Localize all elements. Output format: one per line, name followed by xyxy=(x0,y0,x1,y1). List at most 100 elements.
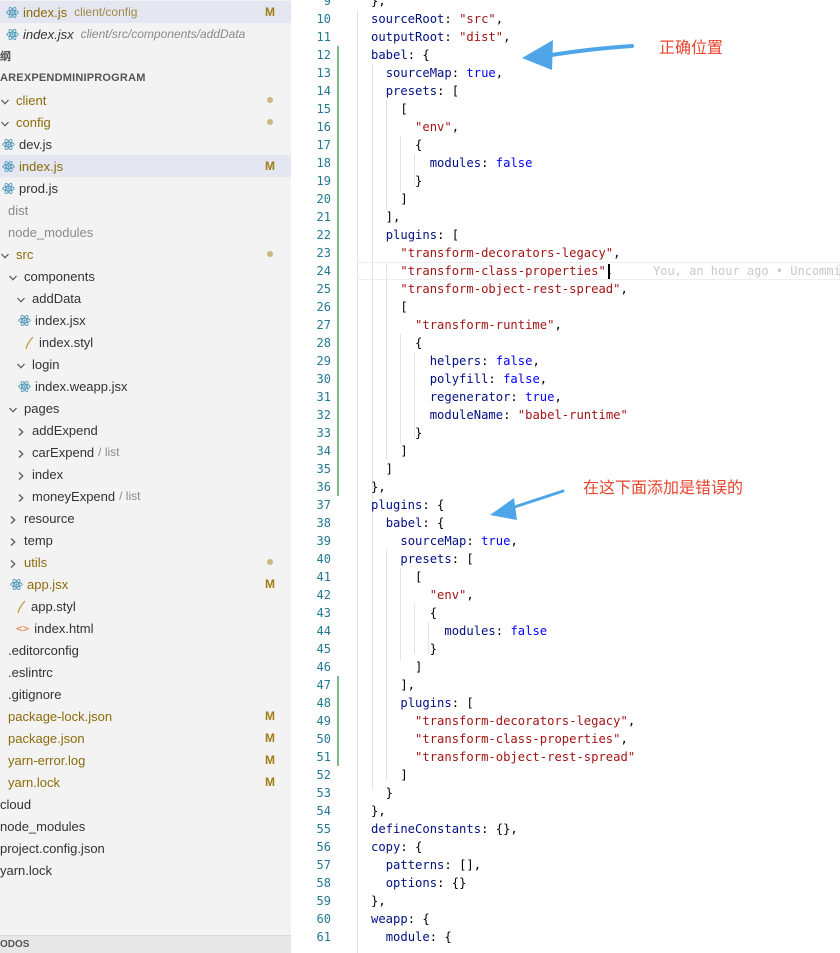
tree-file-item[interactable]: index.weapp.jsx xyxy=(0,375,291,397)
code-line[interactable]: "env", xyxy=(371,118,459,136)
code-line[interactable]: defineConstants: {}, xyxy=(371,820,518,838)
code-line[interactable]: options: {} xyxy=(371,874,467,892)
code-line[interactable]: [ xyxy=(371,298,407,316)
code-line[interactable]: patterns: [], xyxy=(371,856,481,874)
code-line[interactable]: ] xyxy=(371,190,407,208)
tree-folder-item[interactable]: dist xyxy=(0,199,291,221)
code-line[interactable]: plugins: [ xyxy=(371,226,459,244)
code-line[interactable]: babel: { xyxy=(371,46,430,64)
sidebar-section-header[interactable]: AREXPENDMINIPROGRAM xyxy=(0,67,291,89)
chevron-down-icon[interactable] xyxy=(16,293,26,303)
code-line[interactable]: sourceMap: true, xyxy=(371,532,517,550)
code-line[interactable]: outputRoot: "dist", xyxy=(371,28,510,46)
chevron-right-icon[interactable] xyxy=(16,491,26,502)
code-line[interactable]: copy: { xyxy=(371,838,422,856)
code-line[interactable]: module: { xyxy=(371,928,452,946)
tree-file-item[interactable]: yarn.lock xyxy=(0,859,291,881)
chevron-down-icon[interactable] xyxy=(16,359,26,369)
tree-folder-item[interactable]: utils xyxy=(0,551,291,573)
tree-folder-item[interactable]: src xyxy=(0,243,291,265)
chevron-down-icon[interactable] xyxy=(0,117,10,127)
code-line[interactable]: [ xyxy=(371,100,407,118)
code-line[interactable]: modules: false xyxy=(371,154,533,172)
chevron-right-icon[interactable] xyxy=(16,469,26,480)
tree-folder-item[interactable]: pages xyxy=(0,397,291,419)
chevron-right-icon[interactable] xyxy=(8,557,18,568)
tree-folder-item[interactable]: node_modules xyxy=(0,815,291,837)
tree-folder-item[interactable]: temp xyxy=(0,529,291,551)
tree-file-item[interactable]: .editorconfig xyxy=(0,639,291,661)
tree-folder-item[interactable]: resource xyxy=(0,507,291,529)
code-line[interactable]: "transform-decorators-legacy", xyxy=(371,244,620,262)
tree-file-item[interactable]: <>index.html xyxy=(0,617,291,639)
chevron-right-icon[interactable] xyxy=(8,513,18,524)
tree-file-item[interactable]: index.styl xyxy=(0,331,291,353)
code-line[interactable]: presets: [ xyxy=(371,82,459,100)
code-line[interactable]: ], xyxy=(371,676,415,694)
code-line[interactable]: plugins: { xyxy=(371,496,444,514)
code-line[interactable]: polyfill: false, xyxy=(371,370,547,388)
code-line[interactable]: { xyxy=(371,604,437,622)
code-line[interactable]: "transform-decorators-legacy", xyxy=(371,712,635,730)
code-line[interactable]: ], xyxy=(371,208,401,226)
code-line[interactable]: weapp: { xyxy=(371,910,430,928)
tree-folder-item[interactable]: moneyExpend/ list xyxy=(0,485,291,507)
code-line[interactable]: } xyxy=(371,172,422,190)
code-line[interactable]: helpers: false, xyxy=(371,352,540,370)
code-line[interactable]: ] xyxy=(371,766,407,784)
code-line[interactable]: "transform-runtime", xyxy=(371,316,562,334)
tree-folder-item[interactable]: login xyxy=(0,353,291,375)
code-line[interactable]: [ xyxy=(371,568,422,586)
code-line[interactable]: } xyxy=(371,424,422,442)
chevron-down-icon[interactable] xyxy=(8,271,18,281)
code-line[interactable]: } xyxy=(371,784,393,802)
code-line[interactable]: "transform-class-properties", xyxy=(371,262,613,280)
code-line[interactable]: "transform-class-properties", xyxy=(371,730,628,748)
chevron-right-icon[interactable] xyxy=(16,425,26,436)
tree-file-item[interactable]: prod.js xyxy=(0,177,291,199)
tree-folder-item[interactable]: client xyxy=(0,89,291,111)
code-line[interactable]: "transform-object-rest-spread", xyxy=(371,280,627,298)
chevron-down-icon[interactable] xyxy=(8,403,18,413)
code-line[interactable]: presets: [ xyxy=(371,550,473,568)
code-line[interactable]: }, xyxy=(371,478,386,496)
code-line[interactable]: "transform-object-rest-spread" xyxy=(371,748,635,766)
code-line[interactable]: "env", xyxy=(371,586,474,604)
tree-file-item[interactable]: .gitignore xyxy=(0,683,291,705)
tree-file-item[interactable]: index.jsx xyxy=(0,309,291,331)
tree-folder-item[interactable]: config xyxy=(0,111,291,133)
code-line[interactable]: }, xyxy=(371,802,386,820)
chevron-right-icon[interactable] xyxy=(8,535,18,546)
chevron-down-icon[interactable] xyxy=(0,249,10,259)
tree-folder-item[interactable]: addExpend xyxy=(0,419,291,441)
tree-file-item[interactable]: app.styl xyxy=(0,595,291,617)
code-line[interactable]: ] xyxy=(371,460,393,478)
tree-file-item[interactable]: dev.js xyxy=(0,133,291,155)
chevron-down-icon[interactable] xyxy=(0,95,10,105)
tree-folder-item[interactable]: cloud xyxy=(0,793,291,815)
todos-panel-header[interactable]: ODOS xyxy=(0,935,291,953)
tree-file-item[interactable]: project.config.json xyxy=(0,837,291,859)
code-line[interactable]: sourceRoot: "src", xyxy=(371,10,503,28)
code-line[interactable]: babel: { xyxy=(371,514,445,532)
tree-file-item[interactable]: .eslintrc xyxy=(0,661,291,683)
tree-folder-item[interactable]: components xyxy=(0,265,291,287)
code-line[interactable]: ] xyxy=(371,658,422,676)
code-line[interactable]: { xyxy=(371,136,422,154)
sidebar-section-header[interactable]: 纲 xyxy=(0,45,291,67)
tree-folder-item[interactable]: node_modules xyxy=(0,221,291,243)
tree-folder-item[interactable]: index xyxy=(0,463,291,485)
code-line[interactable]: moduleName: "babel-runtime" xyxy=(371,406,628,424)
code-line[interactable]: } xyxy=(371,640,437,658)
code-line[interactable]: modules: false xyxy=(371,622,547,640)
code-line[interactable]: regenerator: true, xyxy=(371,388,562,406)
